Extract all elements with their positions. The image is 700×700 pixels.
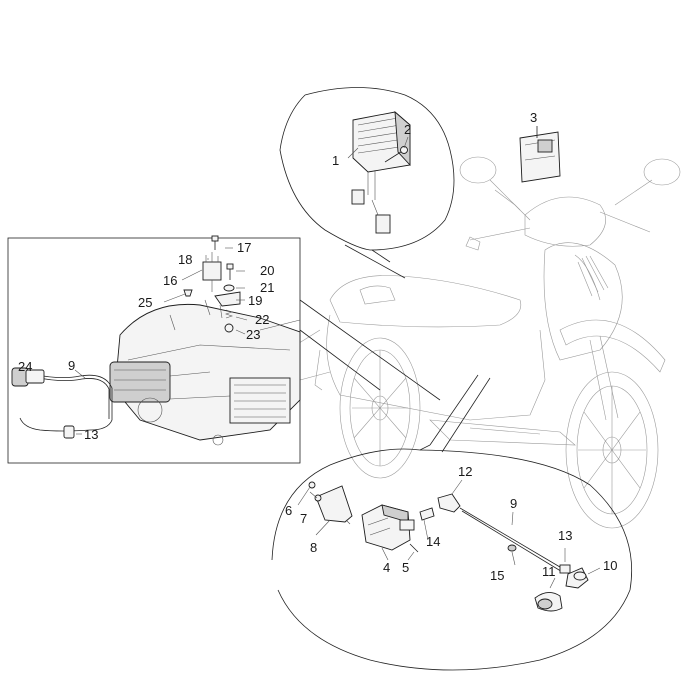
engine-detail-callout (7, 235, 441, 464)
callout-21: 21 (260, 280, 274, 295)
callout-13-engine: 13 (84, 427, 98, 442)
cable-elbow-12-icon (437, 493, 461, 513)
callout-6: 6 (285, 503, 292, 518)
scooter-outline (295, 156, 681, 529)
starter-relay-icon (202, 252, 222, 292)
pin-5-icon (409, 543, 419, 553)
bracket-19-icon (214, 291, 241, 307)
washer-21-icon (223, 284, 235, 292)
callout-24: 24 (18, 359, 32, 374)
rivet-25-icon (183, 289, 193, 297)
callout-19: 19 (248, 293, 262, 308)
nut-6-icon (308, 481, 316, 489)
callout-11: 11 (542, 564, 556, 579)
spring-22-icon (225, 309, 233, 319)
spark-plug-cap-10-icon (565, 567, 589, 589)
cable-clip-14-icon (419, 507, 435, 521)
callout-9-ignition: 9 (510, 496, 517, 511)
spark-plug-cable-icon (19, 373, 113, 432)
engine-block-icon (109, 299, 301, 446)
callout-5: 5 (402, 560, 409, 575)
callout-17: 17 (237, 240, 251, 255)
callout-1: 1 (332, 153, 339, 168)
callout-8: 8 (310, 540, 317, 555)
regulator-detail-callout (279, 87, 455, 279)
callout-9-engine: 9 (68, 358, 75, 373)
callout-7: 7 (300, 511, 307, 526)
callout-15: 15 (490, 568, 504, 583)
callout-10: 10 (603, 558, 617, 573)
cable-clamp-13b-icon (559, 564, 571, 574)
callout-13-ignition: 13 (558, 528, 572, 543)
callout-3: 3 (530, 110, 537, 125)
leader-lines (29, 136, 601, 589)
grommet-15-icon (507, 544, 517, 552)
callout-numbers: 1 2 3 4 5 6 7 8 9 9 10 11 12 13 13 14 15… (18, 110, 617, 583)
cable-connector-24-icon (11, 367, 45, 387)
callout-16: 16 (163, 273, 177, 288)
callout-14: 14 (426, 534, 440, 549)
callout-25: 25 (138, 295, 152, 310)
sensor-23-icon (224, 323, 234, 333)
callout-18: 18 (178, 252, 192, 267)
coil-bracket-8-icon (315, 485, 353, 525)
spark-plug-cap-cover-11-icon (534, 592, 563, 612)
callout-12: 12 (458, 464, 472, 479)
cable-clamp-13-icon (63, 425, 75, 439)
regulator-screw-icon (384, 146, 408, 163)
screw-17-icon (211, 235, 219, 250)
callout-4: 4 (383, 560, 390, 575)
washer-7-icon (314, 494, 322, 502)
ignition-detail-callout (271, 374, 633, 671)
ignition-coil-4-icon (361, 504, 415, 551)
callout-22: 22 (255, 312, 269, 327)
callout-23: 23 (246, 327, 260, 342)
control-unit-icon (519, 126, 561, 183)
spark-plug-cable-9-icon (459, 507, 566, 574)
voltage-regulator-icon (351, 110, 411, 234)
callout-2: 2 (404, 122, 411, 137)
bolt-20-icon (226, 263, 234, 280)
callout-20: 20 (260, 263, 274, 278)
